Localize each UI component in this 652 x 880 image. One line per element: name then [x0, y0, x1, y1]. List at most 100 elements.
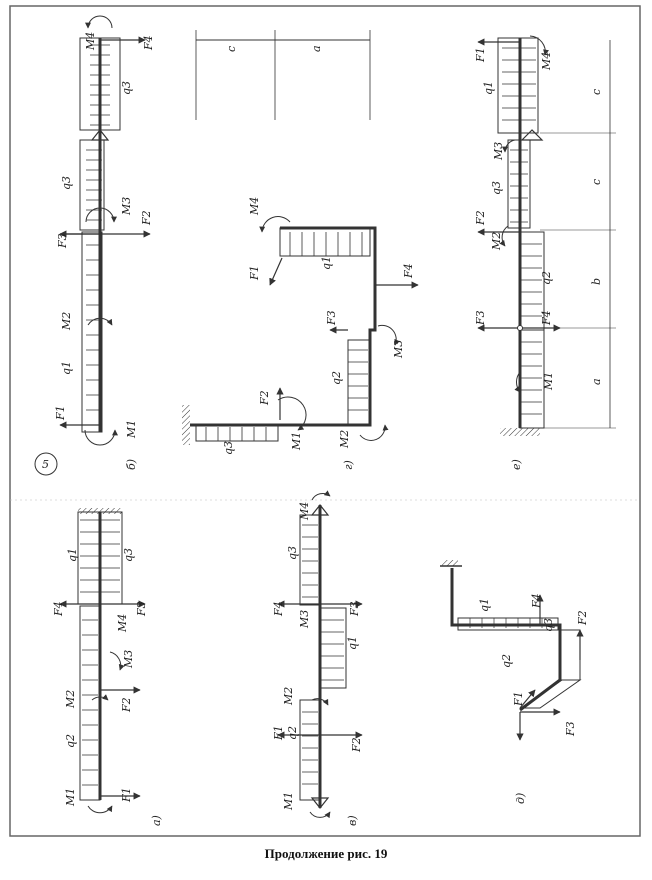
load-q2-v: [299, 699, 321, 801]
frame-g: [190, 226, 377, 427]
dim-a-e: a: [590, 378, 603, 385]
moment-M1-v: [309, 811, 331, 819]
tag-v: в): [346, 815, 359, 826]
label-M3-e: M3: [492, 142, 505, 161]
label-F4-g: F4: [402, 263, 415, 279]
moment-M1-b: [84, 429, 118, 446]
force-F1-g: [269, 257, 283, 286]
load-q1-g: [279, 227, 371, 257]
variant-circle: [34, 452, 58, 476]
label-q3-g: q3: [222, 441, 235, 455]
label-q1-b: q1: [60, 361, 73, 375]
label-F1-e: F1: [474, 47, 487, 63]
page-frame: [9, 5, 641, 837]
tag-a: а): [150, 815, 163, 826]
label-M4-e: M4: [540, 52, 553, 71]
label-q3-v: q3: [286, 546, 299, 560]
label-q2-g: q2: [330, 371, 343, 385]
tag-e: е): [510, 459, 523, 470]
label-q3-e: q3: [490, 181, 503, 195]
fixed-support-a: [78, 508, 122, 514]
label-M4-g: M4: [248, 197, 261, 216]
moment-M2-a: [91, 694, 109, 701]
diagram-v: M4 q3 F4 F3 M3 q1 M2 F1 q2 F2 M1 в): [272, 490, 363, 826]
load-q3-g: [195, 424, 279, 442]
load-q3-d: [559, 629, 581, 681]
diagram-e: c c b a F1 q1 M4 M3 q3 F2 M2 q2 F3 F4 M1…: [474, 35, 616, 470]
label-M3-g: M3: [392, 340, 405, 359]
dim-b-e: b: [590, 278, 603, 285]
label-q3-a: q3: [122, 548, 135, 562]
load-q2-a: [79, 605, 101, 801]
label-M2-a: M2: [64, 690, 77, 709]
label-M2-b: M2: [60, 312, 73, 331]
moment-M3-g: [377, 324, 400, 346]
label-M2-v: M2: [282, 687, 295, 706]
moment-M2-g: [359, 424, 389, 441]
dim-c2-e: c: [590, 179, 603, 185]
label-M3-a: M3: [122, 650, 135, 669]
label-M4-v: M4: [298, 502, 311, 521]
label-M1-v: M1: [282, 792, 295, 811]
moment-M2-b: [87, 317, 113, 326]
moment-M1-e: [514, 371, 521, 393]
label-F1-g: F1: [248, 265, 261, 281]
frame-d: [450, 568, 562, 712]
label-M3-v: M3: [298, 610, 311, 629]
moment-M4-v: [311, 490, 331, 501]
label-F3-g: F3: [325, 310, 338, 326]
moment-M3-b: [85, 207, 117, 223]
label-q2-a: q2: [64, 734, 77, 748]
label-q1-e: q1: [482, 81, 495, 95]
label-F2-v: F2: [350, 737, 363, 753]
load-q3-e: [507, 139, 531, 229]
load-q1-e: [497, 37, 539, 134]
pin-support-v-bottom: [310, 797, 330, 809]
label-F3-a: F3: [135, 601, 148, 617]
label-M1-a: M1: [64, 788, 77, 807]
label-M1-b: M1: [125, 420, 138, 439]
label-q1-g: q1: [320, 256, 333, 270]
moment-M3-a: [109, 651, 125, 671]
label-M4-a: M4: [116, 614, 129, 633]
label-F2-d: F2: [576, 610, 589, 626]
diagram-b: q3 q3 q1 M2 M3 F2 F3 F1 M1 M4 F4 б) 5: [34, 15, 155, 476]
fixed-support-e: [500, 428, 540, 436]
diagram-a: q1 q3 F4 F3 M4 M3 M2 F2 q2 M1 F1 а): [52, 508, 163, 826]
moment-M1-g: [277, 396, 307, 431]
label-F1-a: F1: [120, 787, 133, 803]
label-F1-v: F1: [272, 725, 285, 741]
label-M2-e: M2: [490, 232, 503, 251]
variant-number: 5: [42, 458, 49, 471]
label-q1-a: q1: [66, 548, 79, 562]
label-F4-d: F4: [530, 593, 543, 609]
force-F1-d: [519, 689, 536, 709]
label-F1-d: F1: [512, 691, 525, 707]
moment-M1-a: [87, 805, 113, 814]
label-M1-e: M1: [542, 372, 555, 391]
moment-M4-e: [529, 35, 549, 56]
moment-M2-v: [311, 698, 329, 706]
label-M3-b: M3: [120, 197, 133, 216]
moment-M3-e: [501, 139, 516, 153]
dim-c-g: c: [225, 46, 238, 52]
label-F2-b: F2: [140, 210, 153, 226]
dim-a-g: a: [310, 45, 323, 52]
label-q3-top-b: q3: [120, 81, 133, 95]
pin-support-e: [520, 129, 544, 141]
tag-d: д): [514, 793, 527, 804]
label-q2-e: q2: [540, 271, 553, 285]
load-q1-b: [81, 231, 103, 433]
diagram-g: c a q1 q2 q3 F2 M1 M2 M3 F3 F4 F1 M4 г): [182, 30, 419, 470]
load-q2-g: [347, 339, 371, 426]
label-F4-v: F4: [272, 601, 285, 617]
dim-c1-e: c: [590, 89, 603, 95]
load-q1b-e: [519, 329, 545, 429]
moment-M4-g: [259, 216, 291, 233]
load-q3-v: [299, 514, 321, 606]
label-q1-v: q1: [346, 636, 359, 650]
label-F2-g: F2: [258, 390, 271, 406]
label-F2-a: F2: [120, 697, 133, 713]
label-q2-d: q2: [500, 654, 513, 668]
